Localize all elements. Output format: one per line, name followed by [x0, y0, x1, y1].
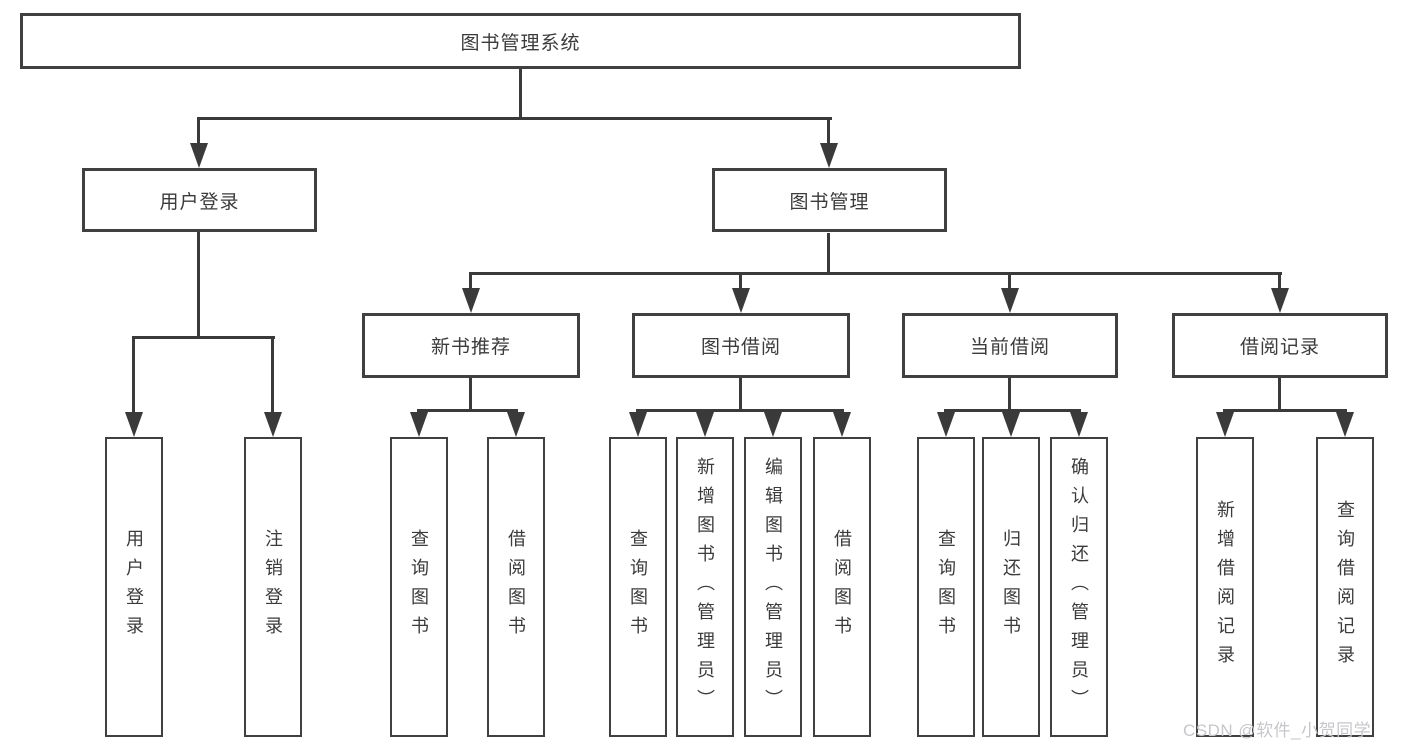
connector-line — [739, 272, 742, 289]
arrowhead-down — [1216, 412, 1234, 437]
connector-line — [197, 232, 200, 338]
arrowhead-down — [1002, 412, 1020, 437]
connector-line — [827, 117, 830, 144]
watermark: CSDN @软件_小贺同学 — [1183, 721, 1372, 740]
arrowhead-down — [125, 412, 143, 437]
node-book-management: 图书管理 — [712, 168, 947, 232]
node-book-borrowing: 图书借阅 — [632, 313, 850, 378]
arrowhead-down — [820, 143, 838, 168]
node-cb-confirm-return-admin: 确认归还（管理员） — [1050, 437, 1108, 737]
arrowhead-down — [629, 412, 647, 437]
node-cb-query-books: 查询图书 — [917, 437, 975, 737]
node-logout: 注销登录 — [244, 437, 302, 737]
connector-line — [197, 117, 832, 120]
node-br-add-record: 新增借阅记录 — [1196, 437, 1254, 737]
node-br-query-record-label: 查询借阅记录 — [1335, 500, 1355, 674]
arrowhead-down — [1070, 412, 1088, 437]
arrowhead-down — [264, 412, 282, 437]
node-cb-confirm-return-admin-label: 确认归还（管理员） — [1069, 456, 1089, 718]
arrowhead-down — [764, 412, 782, 437]
node-current-borrowing-label: 当前借阅 — [969, 337, 1050, 358]
node-new-book-recommend: 新书推荐 — [362, 313, 580, 378]
connector-line — [519, 69, 522, 119]
connector-line — [417, 409, 518, 412]
node-bb-borrow-books-label: 借阅图书 — [832, 529, 852, 645]
arrowhead-down — [1271, 288, 1289, 313]
arrowhead-down — [190, 143, 208, 168]
node-bb-edit-books-admin-label: 编辑图书（管理员） — [763, 456, 783, 718]
connector-line — [944, 409, 1081, 412]
connector-line — [469, 272, 1282, 275]
arrowhead-down — [732, 288, 750, 313]
connector-line — [469, 378, 472, 411]
node-bb-add-books-admin-label: 新增图书（管理员） — [695, 456, 715, 718]
arrowhead-down — [410, 412, 428, 437]
connector-line — [271, 336, 274, 412]
arrowhead-down — [833, 412, 851, 437]
node-cb-return-books: 归还图书 — [982, 437, 1040, 737]
node-bb-query-books: 查询图书 — [609, 437, 667, 737]
connector-line — [827, 233, 830, 274]
node-logout-label: 注销登录 — [263, 529, 283, 645]
node-root-label: 图书管理系统 — [460, 32, 581, 54]
node-bb-edit-books-admin: 编辑图书（管理员） — [744, 437, 802, 737]
arrowhead-down — [507, 412, 525, 437]
arrowhead-down — [1001, 288, 1019, 313]
connector-line — [739, 378, 742, 411]
node-br-query-record: 查询借阅记录 — [1316, 437, 1374, 737]
connector-line — [1008, 378, 1011, 411]
connector-line — [1278, 378, 1281, 411]
node-root: 图书管理系统 — [20, 13, 1021, 69]
arrowhead-down — [696, 412, 714, 437]
connector-line — [197, 117, 200, 144]
node-login: 用户登录 — [105, 437, 163, 737]
node-nb-query-books: 查询图书 — [390, 437, 448, 737]
node-user-login-label: 用户登录 — [159, 191, 240, 213]
node-login-label: 用户登录 — [124, 529, 144, 645]
node-cb-query-books-label: 查询图书 — [936, 529, 956, 645]
connector-line — [636, 409, 844, 412]
node-new-book-recommend-label: 新书推荐 — [430, 337, 511, 358]
arrowhead-down — [462, 288, 480, 313]
connector-line — [1223, 409, 1347, 412]
node-bb-borrow-books: 借阅图书 — [813, 437, 871, 737]
node-bb-query-books-label: 查询图书 — [628, 529, 648, 645]
node-borrowing-records: 借阅记录 — [1172, 313, 1388, 378]
node-borrowing-records-label: 借阅记录 — [1239, 337, 1320, 358]
node-user-login: 用户登录 — [82, 168, 317, 232]
connector-line — [132, 336, 135, 412]
node-book-borrowing-label: 图书借阅 — [700, 337, 781, 358]
node-br-add-record-label: 新增借阅记录 — [1215, 500, 1235, 674]
arrowhead-down — [937, 412, 955, 437]
arrowhead-down — [1336, 412, 1354, 437]
connector-line — [1008, 272, 1011, 289]
node-bb-add-books-admin: 新增图书（管理员） — [676, 437, 734, 737]
node-cb-return-books-label: 归还图书 — [1001, 529, 1021, 645]
node-nb-borrow-books: 借阅图书 — [487, 437, 545, 737]
node-current-borrowing: 当前借阅 — [902, 313, 1118, 378]
node-nb-query-books-label: 查询图书 — [409, 529, 429, 645]
connector-line — [1278, 272, 1281, 289]
connector-line — [469, 272, 472, 289]
connector-line — [132, 336, 275, 339]
node-nb-borrow-books-label: 借阅图书 — [506, 529, 526, 645]
node-book-management-label: 图书管理 — [789, 191, 870, 213]
